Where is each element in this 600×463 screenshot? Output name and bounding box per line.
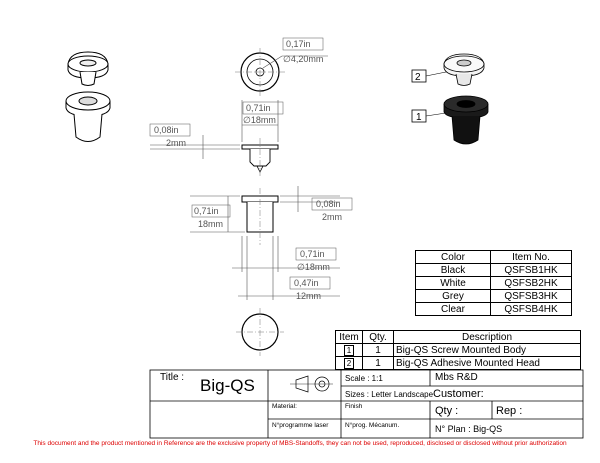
- description-cell: Big-QS Adhesive Mounted Head: [393, 356, 581, 370]
- shank-dia-box: [289, 276, 331, 290]
- sizes-text: Sizes : Letter Landscape: [345, 390, 434, 399]
- color-table-header: Color Item No.: [415, 250, 572, 264]
- body-dia-in: 0,71in: [300, 249, 325, 259]
- color-cell: White: [415, 276, 491, 290]
- table-row: Grey QSFSB3HK: [415, 289, 572, 303]
- flange-thk-dim: [280, 186, 340, 212]
- table-row: 2 1 Big-QS Adhesive Mounted Head: [335, 356, 581, 370]
- head-thk-box: [149, 123, 191, 137]
- table-row: Black QSFSB1HK: [415, 263, 572, 277]
- item-no-cell: QSFSB4HK: [490, 302, 572, 316]
- projection-symbol-icon: [290, 375, 333, 393]
- body-side-view: [241, 188, 279, 245]
- body-top-view: [236, 308, 284, 356]
- mecanum-program-label: N°prog. Mécanum.: [345, 422, 400, 429]
- iso-head-part: [443, 53, 485, 86]
- qty-cell: 1: [362, 343, 394, 357]
- drawing-title: Big-QS: [200, 376, 255, 395]
- table-row: 1 1 Big-QS Screw Mounted Body: [335, 343, 581, 357]
- qty-label: Qty :: [435, 405, 459, 417]
- head-dia-dim: [241, 100, 279, 142]
- color-cell: Grey: [415, 289, 491, 303]
- flange-thk-mm: 2mm: [322, 212, 342, 222]
- body-dia-box: [295, 247, 337, 261]
- item-cell: 2: [335, 356, 363, 370]
- title-block-frame: [149, 369, 584, 439]
- item-number: 2: [344, 357, 354, 369]
- iso-body-part: [443, 95, 489, 145]
- laser-program-label: N°programme laser: [272, 422, 329, 429]
- head-item-number: 2: [415, 72, 421, 83]
- hole-dim-mm: ∅4,20mm: [283, 54, 323, 64]
- plan-number: N° Plan : Big-QS: [435, 424, 503, 434]
- body-height-box: [191, 204, 231, 218]
- shank-dia-in: 0,47in: [294, 278, 319, 288]
- material-label: Material:: [272, 403, 297, 410]
- item-header: Item: [335, 330, 363, 344]
- description-cell: Big-QS Screw Mounted Body: [393, 343, 581, 357]
- hole-dim-box: [282, 37, 324, 51]
- head-top-view: [235, 48, 328, 96]
- body-dia-dim: [232, 236, 340, 300]
- body-height-in: 0,71in: [194, 206, 219, 216]
- hole-dim-in: 0,17in: [286, 39, 311, 49]
- head-thk-mm: 2mm: [166, 138, 186, 148]
- customer-label: Customer:: [433, 388, 484, 400]
- item-no-cell: QSFSB1HK: [490, 263, 572, 277]
- qty-header: Qty.: [362, 330, 394, 344]
- table-row: White QSFSB2HK: [415, 276, 572, 290]
- item-no-cell: QSFSB3HK: [490, 289, 572, 303]
- iso-head-callout: [411, 69, 447, 83]
- body-dia-mm: ∅18mm: [297, 262, 330, 272]
- iso-body-light: [65, 91, 111, 142]
- company-name: Mbs R&D: [435, 372, 478, 383]
- item-no-header: Item No.: [490, 250, 572, 264]
- body-item-number: 1: [416, 112, 422, 123]
- finish-label: Finish: [345, 403, 363, 410]
- body-height-dim: [190, 195, 245, 233]
- qty-cell: 1: [362, 356, 394, 370]
- head-dia-in: 0,71in: [246, 103, 271, 113]
- flange-thk-box: [311, 197, 353, 211]
- footer-disclaimer: This document and the product mentioned …: [33, 440, 567, 447]
- color-cell: Black: [415, 263, 491, 277]
- table-row: Clear QSFSB4HK: [415, 302, 572, 316]
- head-thk-in: 0,08in: [154, 125, 179, 135]
- description-header: Description: [393, 330, 581, 344]
- iso-body-callout: [411, 109, 447, 123]
- head-dia-mm: ∅18mm: [243, 115, 276, 125]
- color-header: Color: [415, 250, 491, 264]
- color-table: Color Item No. Black QSFSB1HK White QSFS…: [415, 250, 572, 316]
- color-cell: Clear: [415, 302, 491, 316]
- scale-text: Scale : 1:1: [345, 374, 383, 383]
- item-number: 1: [344, 344, 354, 356]
- flange-thk-in: 0,08in: [316, 199, 341, 209]
- head-dia-box: [242, 101, 284, 115]
- head-side-view: [241, 138, 279, 176]
- bom-header-row: Item Qty. Description: [335, 330, 581, 344]
- item-no-cell: QSFSB2HK: [490, 276, 572, 290]
- item-cell: 1: [335, 343, 363, 357]
- head-thk-dim: [150, 135, 240, 159]
- bom-table: Item Qty. Description 1 1 Big-QS Screw M…: [335, 330, 581, 370]
- title-label: Title :: [160, 372, 185, 383]
- shank-dia-mm: 12mm: [296, 291, 321, 301]
- iso-head-light: [67, 51, 109, 86]
- body-height-mm: 18mm: [198, 219, 223, 229]
- rep-label: Rep :: [496, 405, 523, 417]
